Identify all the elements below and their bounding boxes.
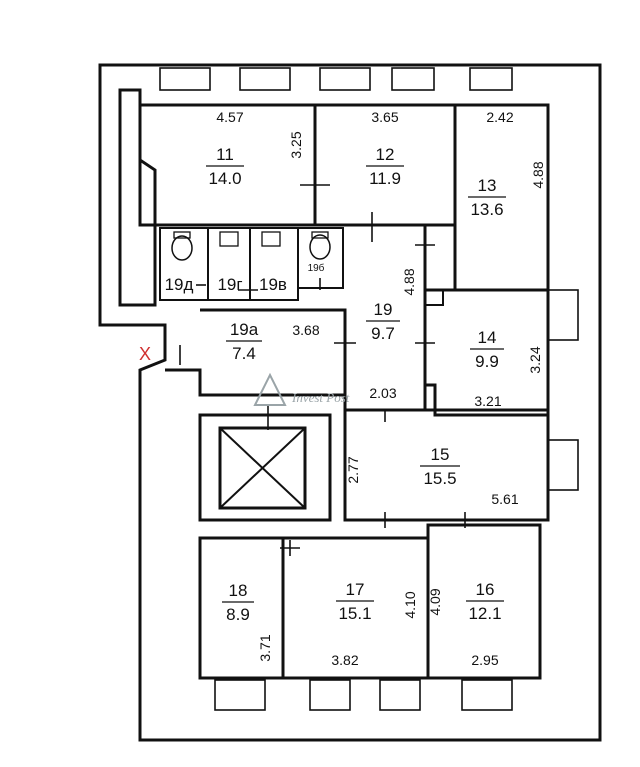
dim-3-68: 3.68	[292, 322, 319, 338]
top-windows	[159, 67, 513, 91]
dim-2-77: 2.77	[345, 456, 361, 483]
room-number: 18	[229, 581, 248, 600]
room-number: 13	[478, 176, 497, 195]
room-15-outline	[343, 408, 550, 522]
room-label-19g: 19г	[217, 275, 242, 294]
room-area: 9.7	[371, 324, 395, 343]
dim-4-10: 4.10	[402, 591, 418, 618]
room-number: 15	[431, 445, 450, 464]
room-14-outline	[425, 288, 550, 417]
bottom-windows	[214, 679, 513, 711]
dim-3-65: 3.65	[371, 109, 398, 125]
dim-3-82: 3.82	[331, 652, 358, 668]
room-13-outline	[345, 103, 550, 292]
room-label-19v: 19в	[259, 275, 287, 294]
room-number: 12	[376, 145, 395, 164]
watermark: Invest Post	[253, 372, 350, 406]
room-area: 14.0	[208, 169, 241, 188]
dim-3-21: 3.21	[474, 393, 501, 409]
watermark-text: Invest Post	[291, 390, 350, 405]
room-area: 15.5	[423, 469, 456, 488]
room-label-19b: 19б	[308, 262, 325, 274]
dim-4-57: 4.57	[216, 109, 243, 125]
room-area: 11.9	[369, 169, 401, 188]
dim-4-88-b: 4.88	[401, 268, 417, 295]
dim-2-42: 2.42	[486, 109, 513, 125]
room-label-17: 17 15.1	[336, 580, 374, 623]
room-number: 11	[216, 145, 234, 164]
right-windows	[547, 289, 579, 491]
room-label-19a: 19а 7.4	[226, 320, 262, 363]
room-area: 15.1	[338, 604, 371, 623]
dim-3-25: 3.25	[288, 131, 304, 158]
dim-3-24: 3.24	[527, 346, 543, 373]
left-column-wall	[118, 88, 157, 307]
room-label-11: 11 14.0	[206, 145, 244, 188]
room-label-14: 14 9.9	[470, 328, 504, 371]
elevator-shaft	[198, 413, 332, 522]
room-label-15: 15 15.5	[420, 445, 460, 488]
dim-5-61: 5.61	[491, 491, 518, 507]
dim-3-71: 3.71	[257, 634, 273, 661]
room-16-outline	[426, 523, 542, 680]
room-number: 17	[346, 580, 365, 599]
room-label-19: 19 9.7	[366, 300, 400, 343]
outer-wall	[98, 63, 602, 742]
room-label-16: 16 12.1	[466, 580, 504, 623]
room-label-19d: 19д	[165, 275, 194, 294]
room-19a-outline	[165, 308, 347, 397]
room-area: 13.6	[470, 200, 503, 219]
room-number: 19а	[230, 320, 259, 339]
room-number: 14	[478, 328, 497, 347]
dim-4-09: 4.09	[427, 588, 443, 615]
room-label-13: 13 13.6	[468, 176, 506, 219]
bathrooms	[159, 227, 344, 301]
room-area: 7.4	[232, 344, 256, 363]
room-label-18: 18 8.9	[222, 581, 254, 624]
room-label-12: 12 11.9	[366, 145, 404, 188]
room-number: 16	[476, 580, 495, 599]
dimension-labels: 4.57 3.25 3.65 2.42 4.88 4.88 3.68 3.24 …	[216, 109, 546, 668]
entrance-marker: X	[139, 344, 151, 364]
room-area: 9.9	[475, 352, 499, 371]
room-area: 8.9	[226, 605, 250, 624]
column	[424, 289, 444, 306]
dim-4-88-a: 4.88	[530, 161, 546, 188]
door-marks	[179, 180, 470, 556]
room-area: 12.1	[468, 604, 501, 623]
dim-2-03: 2.03	[369, 385, 396, 401]
dim-2-95: 2.95	[471, 652, 498, 668]
room-number: 19	[374, 300, 393, 319]
